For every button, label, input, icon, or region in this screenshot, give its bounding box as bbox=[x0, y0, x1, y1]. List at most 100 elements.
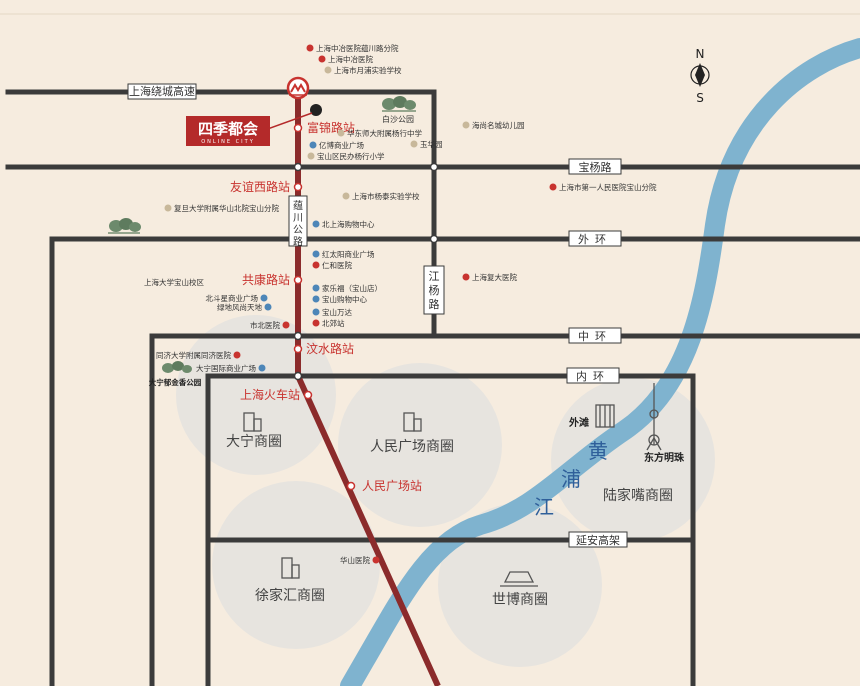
school-icon bbox=[324, 66, 332, 74]
hospital-icon bbox=[372, 556, 380, 564]
station-wenshui-label: 汶水路站 bbox=[306, 341, 354, 356]
brand-name: 四季都会 bbox=[198, 120, 258, 138]
poi-haishang-kg: 海尚名城幼儿园 bbox=[472, 120, 525, 130]
huangpu-river bbox=[340, 38, 860, 686]
landmark-pearl-label: 东方明珠 bbox=[644, 451, 685, 464]
station-gongkang-label: 共康路站 bbox=[242, 272, 290, 287]
outer-ring-highway-label-box bbox=[127, 83, 197, 100]
poi-markers bbox=[164, 44, 557, 564]
station-railway-label: 上海火车站 bbox=[240, 387, 300, 402]
district-daning-label: 大宁商圈 bbox=[226, 433, 282, 450]
river-char-3: 江 bbox=[534, 495, 554, 519]
mall-icon bbox=[312, 295, 320, 303]
jiangyang-char-1: 江 bbox=[429, 270, 440, 283]
brand-box bbox=[186, 116, 270, 146]
yunchuan-char-3: 公 bbox=[293, 225, 303, 236]
station-wenshui-marker bbox=[293, 344, 303, 354]
project-location-dot bbox=[310, 104, 322, 116]
building-icon bbox=[595, 404, 615, 428]
expo-pavilion-icon bbox=[500, 571, 538, 587]
poi-sh-univ: 上海大学宝山校区 bbox=[144, 277, 204, 287]
hospital-icon bbox=[312, 261, 320, 269]
expo-circle bbox=[438, 503, 602, 667]
poi-huashan: 华山医院 bbox=[340, 555, 370, 565]
park-baisha-label: 白沙公园 bbox=[382, 114, 414, 124]
poi-baoshan-mall: 宝山购物中心 bbox=[322, 294, 367, 304]
poi-beijiao: 北郊站 bbox=[322, 318, 345, 328]
neihuan-label-box bbox=[566, 367, 620, 384]
poi-jialefu: 家乐福（宝山店） bbox=[322, 283, 382, 293]
tree-icon bbox=[162, 361, 192, 373]
tree-icon bbox=[382, 96, 416, 112]
zhonghuan-label: 中环 bbox=[578, 330, 612, 343]
district-xujiahui-label: 徐家汇商圈 bbox=[255, 587, 325, 604]
hospital-icon bbox=[306, 44, 314, 52]
zhonghuan-label-box bbox=[568, 327, 622, 344]
school-icon bbox=[462, 121, 470, 129]
yanan-label: 延安高架 bbox=[576, 533, 620, 547]
mall-icon bbox=[264, 303, 272, 311]
jiangyang-char-2: 杨 bbox=[429, 283, 440, 297]
waihuan-label: 外环 bbox=[578, 233, 612, 246]
poi-shibei-hosp: 市北医院 bbox=[250, 320, 280, 330]
hospital-icon bbox=[233, 351, 241, 359]
metro-icon bbox=[312, 319, 320, 327]
park-icon bbox=[410, 140, 418, 148]
poi-yuepu: 上海市月浦实验学校 bbox=[334, 65, 402, 75]
baoyang-label-box bbox=[568, 158, 622, 175]
tree-icon bbox=[108, 218, 141, 234]
jiangyang-label-box bbox=[423, 265, 445, 315]
poi-fudan-huashan: 复旦大学附属华山北院宝山分院 bbox=[174, 203, 279, 213]
hospital-icon bbox=[282, 321, 290, 329]
poi-ecnu-school: 华东师大附属杨行中学 bbox=[347, 128, 422, 138]
yunchuan-char-1: 蕴 bbox=[293, 200, 303, 212]
tv-tower-icon bbox=[646, 383, 662, 451]
neihuan-label: 内环 bbox=[576, 369, 610, 383]
yunchuan-char-2: 川 bbox=[293, 213, 303, 224]
compass-north: N bbox=[696, 47, 705, 61]
yunchuan-label-box bbox=[288, 195, 308, 247]
building-icon bbox=[243, 412, 262, 432]
station-youyixi-label: 友谊西路站 bbox=[230, 179, 290, 194]
poi-tongji-hosp: 同济大学附属同济医院 bbox=[156, 350, 231, 360]
metro-logo-icon bbox=[286, 76, 310, 100]
hospital-icon bbox=[318, 55, 326, 63]
compass-south: S bbox=[696, 91, 704, 105]
station-fujin-marker bbox=[293, 123, 303, 133]
poi-hongtaiyang: 红太阳商业广场 bbox=[322, 249, 375, 259]
jiangyang-char-3: 路 bbox=[429, 298, 440, 311]
lujiazui-circle bbox=[551, 378, 715, 542]
district-peoples-square-label: 人民广场商圈 bbox=[370, 439, 454, 455]
river-char-1: 黄 bbox=[588, 439, 608, 463]
zhonghuan-road bbox=[149, 333, 860, 686]
station-peoples-square-marker bbox=[346, 481, 356, 491]
school-icon bbox=[337, 129, 345, 137]
brand-pointer-line bbox=[261, 112, 313, 132]
river-char-2: 浦 bbox=[561, 467, 581, 491]
baoyang-label: 宝杨路 bbox=[579, 160, 612, 174]
poi-first-people: 上海市第一人民医院宝山分院 bbox=[559, 182, 657, 192]
mall-icon bbox=[260, 294, 268, 302]
poi-baoshan-jy: 宝山区民办杨行小学 bbox=[317, 151, 385, 161]
poi-daning-intl: 大宁国际商业广场 bbox=[196, 363, 256, 373]
station-gongkang-marker bbox=[293, 275, 303, 285]
yanan-label-box bbox=[568, 531, 628, 548]
outer-ring-highway-label: 上海绕城高速 bbox=[129, 84, 195, 98]
station-youyixi-marker bbox=[293, 182, 303, 192]
mall-icon bbox=[312, 308, 320, 316]
hospital-icon bbox=[462, 273, 470, 281]
building-icon bbox=[403, 412, 422, 432]
station-peoples-square-label: 人民广场站 bbox=[362, 479, 422, 493]
poi-zy: 上海中冶医院 bbox=[328, 54, 373, 64]
poi-zy-yunchuan: 上海中冶医院蕴川路分院 bbox=[316, 43, 399, 53]
mall-icon bbox=[312, 220, 320, 228]
peoples-square-circle bbox=[338, 363, 502, 527]
poi-beidouxing: 北斗星商业广场 bbox=[206, 293, 259, 303]
district-lujiazui-label: 陆家嘴商圈 bbox=[603, 487, 673, 504]
park-daning-label: 大宁郁金香公园 bbox=[149, 377, 202, 387]
mall-icon bbox=[258, 364, 266, 372]
poi-fudan-hosp: 上海复大医院 bbox=[472, 272, 517, 282]
mall-icon bbox=[309, 141, 317, 149]
